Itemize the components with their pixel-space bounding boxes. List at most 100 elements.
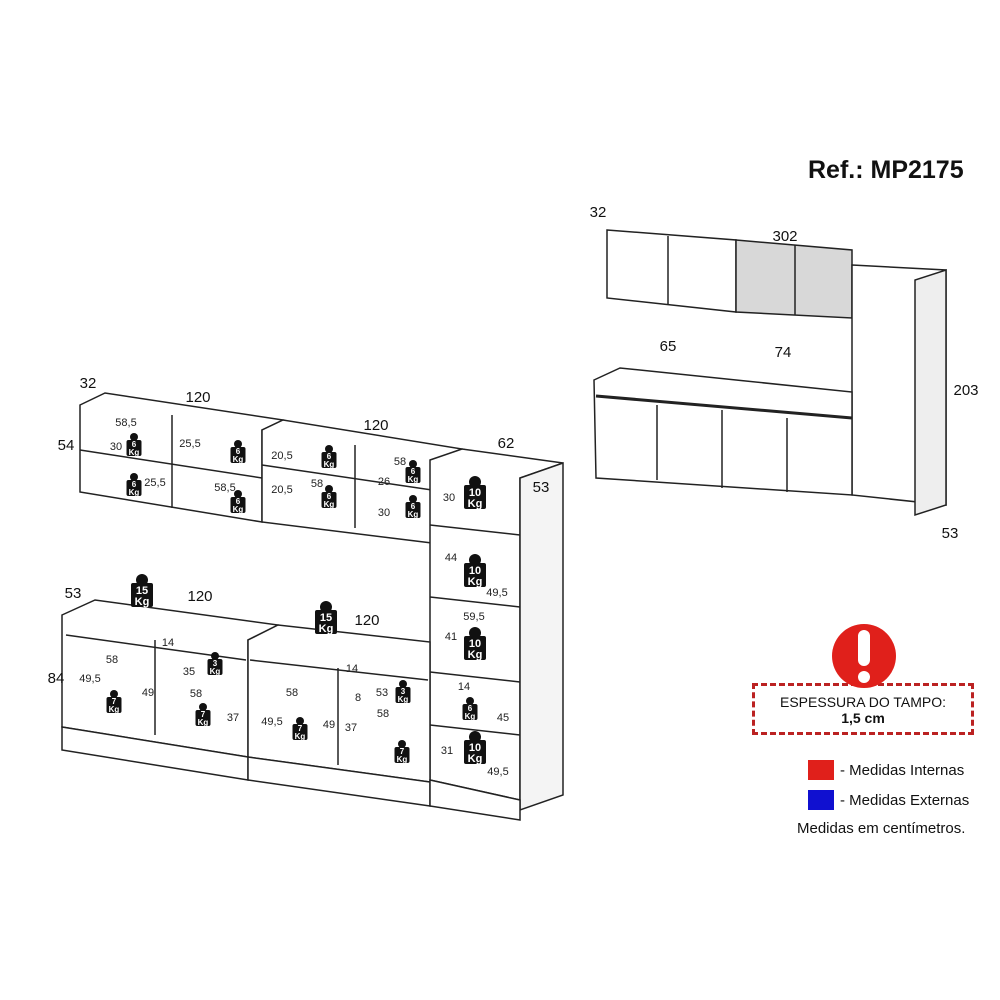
weight-icon [315, 601, 337, 634]
weight-icon [405, 460, 421, 483]
overview-upper-glass [735, 239, 853, 319]
notice-value: 1,5 cm [841, 710, 885, 726]
overview-dimension-label: 32 [590, 204, 607, 221]
internal-dimension-label: 49,5 [487, 766, 508, 778]
external-dimension-label: 54 [58, 437, 75, 454]
internal-dimension-label: 58 [106, 654, 118, 666]
weight-icon [195, 703, 211, 726]
weight-value: 6 [411, 502, 416, 511]
weight-icon [464, 554, 486, 587]
weight-icon [321, 445, 337, 468]
internal-dimension-label: 26 [378, 476, 390, 488]
internal-dimension-label: 53 [376, 687, 388, 699]
internal-dimension-label: 14 [458, 681, 470, 693]
internal-dimension-label: 58 [394, 456, 406, 468]
reference-code: Ref.: MP2175 [808, 156, 964, 184]
weight-icon [394, 740, 410, 763]
weight-value: 7 [400, 747, 405, 756]
external-dimension-label: 120 [354, 612, 379, 629]
weight-unit: Kg [468, 498, 483, 510]
external-dimension-label: 120 [363, 417, 388, 434]
weight-value: 7 [298, 724, 303, 733]
internal-dimension-label: 20,5 [271, 484, 292, 496]
external-dimension-label: 32 [80, 375, 97, 392]
internal-dimension-label: 58 [190, 688, 202, 700]
internal-dimension-label: 45 [497, 712, 509, 724]
weight-unit: Kg [398, 695, 409, 704]
weight-value: 6 [327, 452, 332, 461]
overview-dimension-label: 53 [942, 525, 959, 542]
weight-value: 15 [136, 585, 148, 597]
internal-dimension-label: 49,5 [486, 587, 507, 599]
internal-dimension-label: 8 [355, 692, 361, 704]
internal-swatch [808, 760, 834, 780]
weight-unit: Kg [397, 755, 408, 764]
weight-value: 6 [132, 440, 137, 449]
weight-icon [126, 473, 142, 496]
notice-title: ESPESSURA DO TAMPO: [780, 694, 946, 710]
weight-value: 6 [468, 704, 473, 713]
weight-unit: Kg [295, 732, 306, 741]
weight-unit: Kg [408, 510, 419, 519]
overview-dimension-label: 65 [660, 338, 677, 355]
internal-dimension-label: 49 [323, 719, 335, 731]
weight-icon [106, 690, 122, 713]
weight-unit: Kg [465, 712, 476, 721]
weight-value: 7 [112, 697, 117, 706]
legend-external-label: - Medidas Externas [840, 791, 970, 809]
weight-icon [464, 627, 486, 660]
weight-unit: Kg [198, 718, 209, 727]
internal-dimension-label: 37 [227, 712, 239, 724]
weight-value: 10 [469, 565, 481, 577]
external-swatch [808, 790, 834, 810]
legend-internal-label: - Medidas Internas [840, 761, 965, 779]
countertop-thickness-notice: ESPESSURA DO TAMPO: 1,5 cm [752, 683, 974, 735]
overview-dimension-label: 203 [953, 382, 978, 399]
weight-icon [395, 680, 411, 703]
weight-unit: Kg [468, 649, 483, 661]
internal-dimension-label: 30 [443, 492, 455, 504]
weight-value: 10 [469, 742, 481, 754]
internal-dimension-label: 58,5 [115, 417, 136, 429]
internal-dimension-label: 49,5 [261, 716, 282, 728]
internal-dimension-label: 31 [441, 745, 453, 757]
weight-unit: Kg [210, 667, 221, 676]
internal-dimension-label: 14 [162, 637, 174, 649]
weight-value: 3 [213, 659, 218, 668]
weight-icon [126, 433, 142, 456]
internal-dimension-label: 30 [378, 507, 390, 519]
weight-unit: Kg [468, 753, 483, 765]
weight-icon [131, 574, 153, 607]
external-dimension-label: 120 [187, 588, 212, 605]
internal-dimension-label: 14 [346, 663, 358, 675]
weight-icon [464, 731, 486, 764]
external-dimension-label: 62 [498, 435, 515, 452]
weight-value: 6 [411, 467, 416, 476]
overview-dimension-label: 302 [772, 228, 797, 245]
overview-dimension-label: 74 [775, 344, 792, 361]
weight-icon [464, 476, 486, 509]
weight-icon [207, 652, 223, 675]
weight-value: 10 [469, 487, 481, 499]
furniture-drawing [61, 229, 947, 821]
external-dimension-label: 84 [48, 670, 65, 687]
weight-unit: Kg [324, 460, 335, 469]
weight-unit: Kg [129, 448, 140, 457]
internal-dimension-label: 49,5 [79, 673, 100, 685]
weight-icon [292, 717, 308, 740]
internal-dimension-label: 25,5 [144, 477, 165, 489]
weight-value: 6 [236, 447, 241, 456]
internal-dimension-label: 59,5 [463, 611, 484, 623]
legend-external: - Medidas Externas [808, 790, 969, 810]
weight-icon [230, 440, 246, 463]
weight-unit: Kg [324, 500, 335, 509]
weight-value: 3 [401, 687, 406, 696]
weight-value: 10 [469, 638, 481, 650]
upper-cabinet-1 [79, 392, 286, 523]
internal-dimension-label: 58 [286, 687, 298, 699]
overview-upper-left [606, 229, 737, 313]
internal-dimension-label: 35 [183, 666, 195, 678]
weight-value: 15 [320, 612, 332, 624]
internal-dimension-label: 37 [345, 722, 357, 734]
